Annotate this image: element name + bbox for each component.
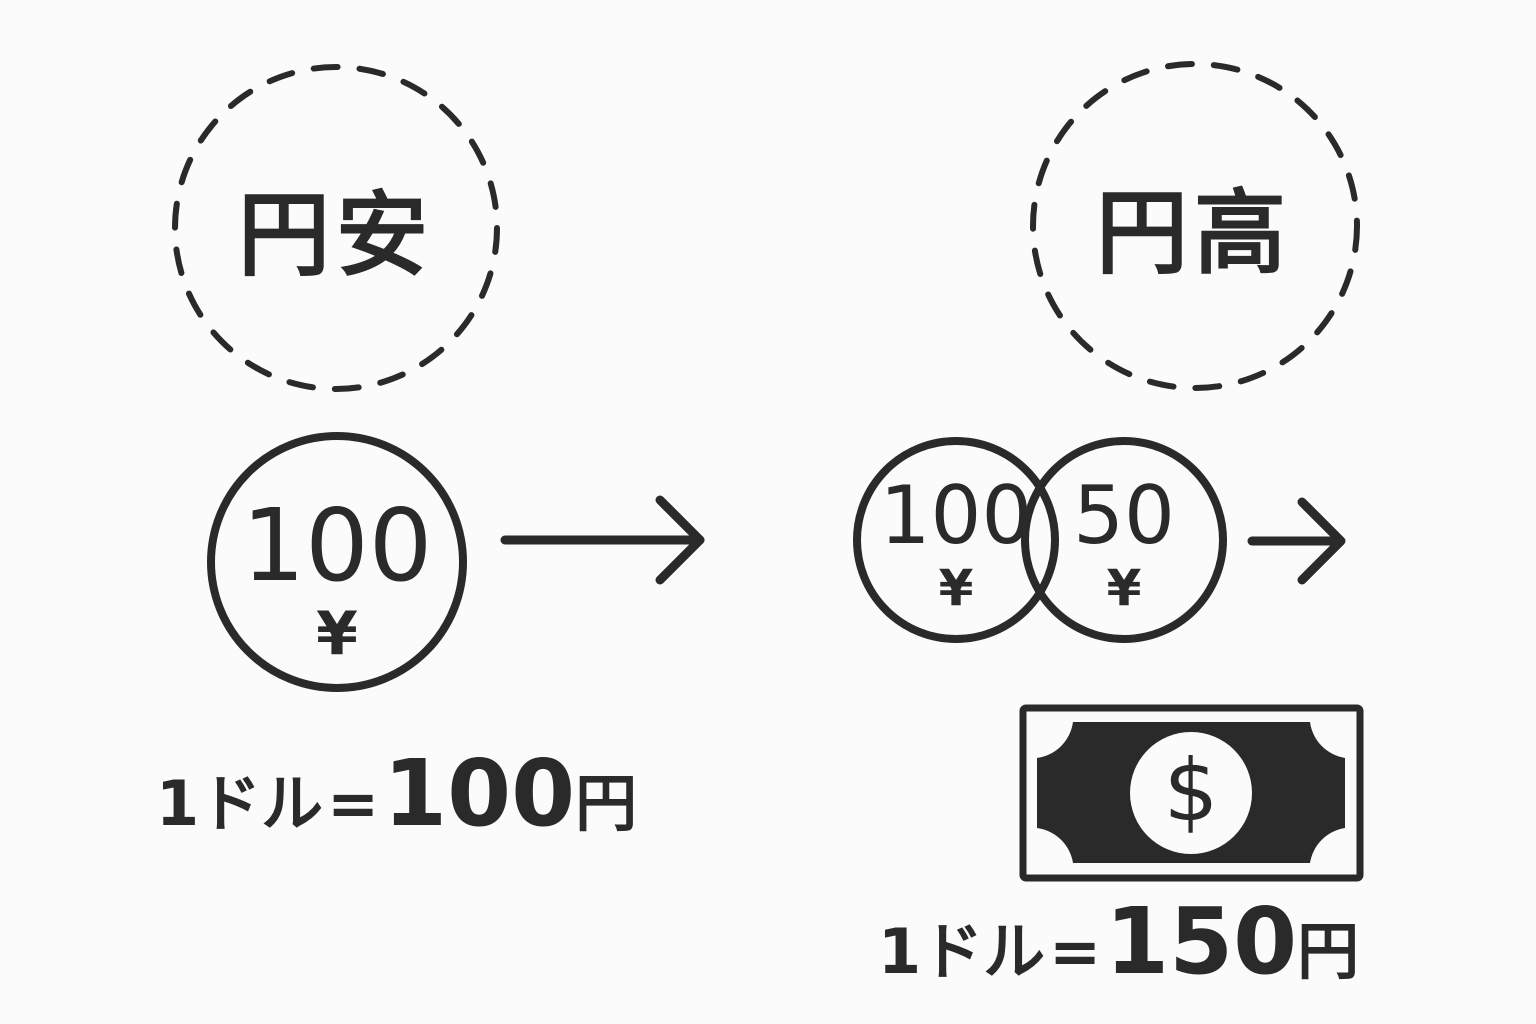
yen-coin-icon bbox=[1021, 437, 1227, 643]
yen-symbol: ¥ bbox=[1106, 559, 1142, 617]
dashed-circle-icon bbox=[172, 64, 500, 392]
dollar-bill-icon bbox=[1019, 704, 1364, 882]
yen-symbol: ¥ bbox=[316, 599, 358, 669]
rate-amount: 100 bbox=[383, 740, 576, 847]
weak-yen-title: 円安 bbox=[238, 182, 435, 289]
rate-equals: = bbox=[327, 767, 380, 840]
rate-prefix: 1ドル bbox=[878, 915, 1046, 988]
yen-coin-icon bbox=[207, 432, 467, 692]
coin-value: 100 bbox=[879, 469, 1033, 562]
strong-yen-rate: 1ドル=150円 bbox=[878, 896, 1359, 988]
yen-coin-icon bbox=[853, 437, 1059, 643]
rate-unit: 円 bbox=[575, 767, 638, 840]
rate-amount: 150 bbox=[1105, 888, 1298, 995]
dashed-circle-icon bbox=[1030, 61, 1360, 391]
rate-unit: 円 bbox=[1297, 915, 1360, 988]
yen-symbol: ¥ bbox=[938, 559, 974, 617]
strong-yen-title: 円高 bbox=[1096, 180, 1293, 287]
rate-equals: = bbox=[1049, 915, 1102, 988]
coin-value: 100 bbox=[241, 487, 433, 604]
coin-value: 50 bbox=[1073, 469, 1175, 562]
dollar-symbol: $ bbox=[1163, 741, 1219, 841]
rate-prefix: 1ドル bbox=[156, 767, 324, 840]
right-arrow-icon bbox=[500, 495, 705, 585]
right-arrow-icon bbox=[1247, 497, 1346, 585]
weak-yen-rate: 1ドル=100円 bbox=[156, 748, 637, 840]
